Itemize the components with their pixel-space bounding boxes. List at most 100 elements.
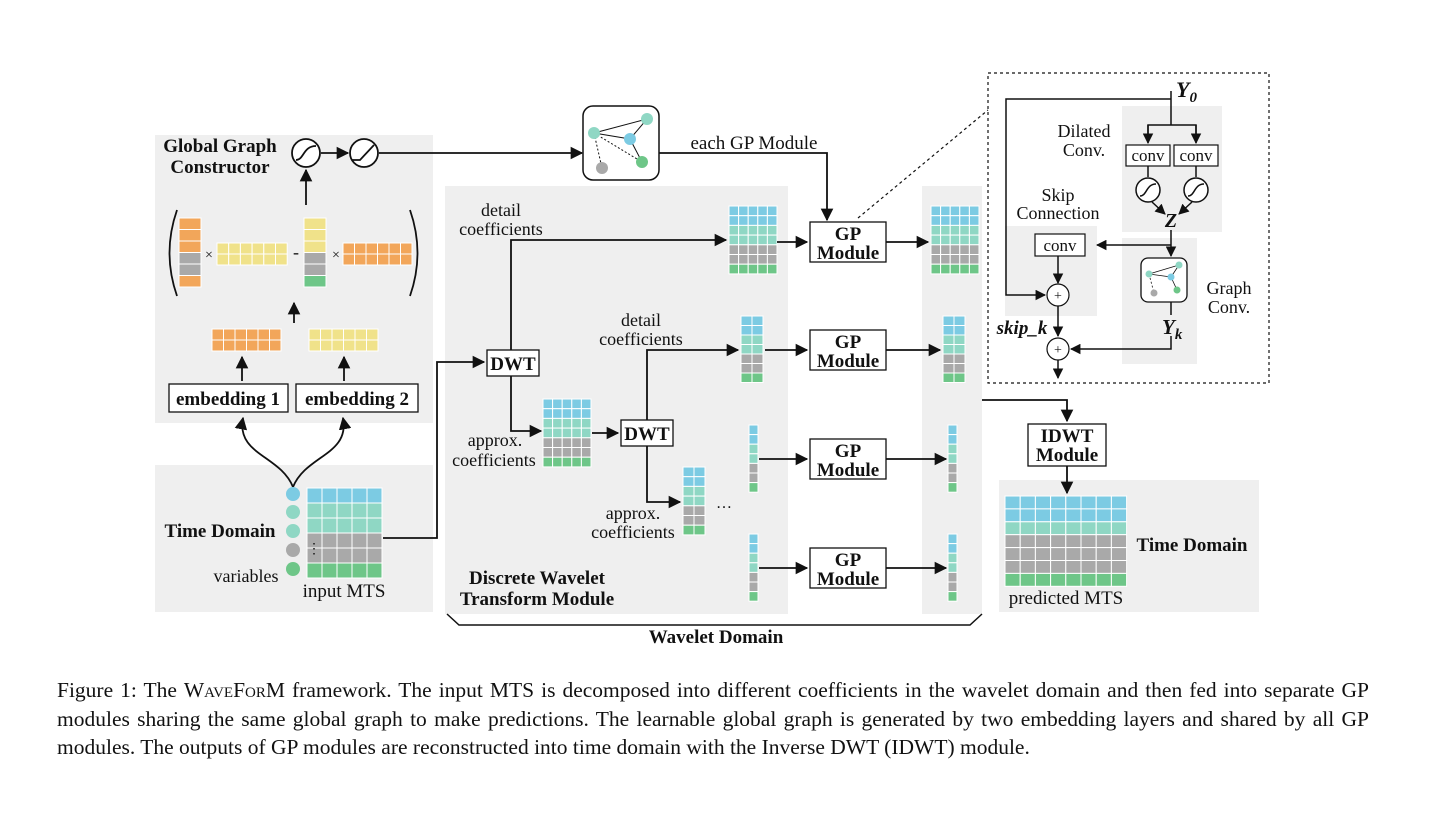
graph-conv-label: Graph [1207, 278, 1252, 298]
variable-node [286, 543, 300, 557]
idwt-label: IDWT [1041, 426, 1094, 447]
dilated-conv-panel [1122, 106, 1222, 232]
sigmoid-icon [1183, 177, 1209, 203]
gp-module-3: GP Module [809, 438, 887, 481]
svg-text:GP: GP [835, 441, 862, 462]
approx-label-1: approx. [468, 430, 522, 450]
global-graph-title-2: Constructor [170, 157, 270, 178]
left-paren [168, 209, 178, 297]
dwt-label-1: DWT [490, 354, 536, 375]
svg-text:GP: GP [835, 332, 862, 353]
predicted-coeffs-4 [947, 533, 958, 602]
input-mts-matrix [306, 487, 383, 579]
detail-label-2: detail [621, 310, 661, 330]
svg-text:+: + [1054, 289, 1062, 304]
variable-node [286, 505, 300, 519]
variable-node [286, 524, 300, 538]
times-sign-1: × [205, 248, 213, 263]
skip-connection-label-2: Connection [1017, 203, 1100, 223]
graph-conv-icon [1140, 257, 1188, 303]
time-domain-input-label: Time Domain [164, 521, 275, 542]
framework-diagram: Global Graph Constructor × - × embedding… [155, 72, 1270, 648]
caption-text: framework. The input MTS is decomposed i… [57, 678, 1369, 759]
inset-y0: Y0 [1176, 77, 1197, 106]
dwt-label-2: DWT [624, 424, 670, 445]
approx-coeffs-level-2 [682, 466, 706, 536]
predicted-mts-label: predicted MTS [1009, 588, 1124, 609]
sigmoid-icon [1135, 177, 1161, 203]
svg-text:conv: conv [1043, 236, 1077, 255]
approx-coeffs-level-3 [748, 533, 759, 602]
approx-label-2b: coefficients [591, 522, 675, 542]
wavelet-domain-label: Wavelet Domain [649, 627, 784, 648]
predicted-coeffs-1 [930, 205, 980, 275]
dwt-ellipsis: … [716, 495, 732, 512]
global-graph-title: Global Graph [163, 136, 277, 157]
embedding-2-label: embedding 2 [305, 389, 409, 410]
embedding-2-box [295, 383, 419, 413]
embedding-1-box [168, 383, 289, 413]
wavelet-coefficient-grids [542, 205, 1128, 602]
global-graph-icon [582, 105, 660, 181]
dwt-module-title: Discrete Wavelet [469, 568, 606, 589]
figure-caption: Figure 1: The WaveForM framework. The in… [57, 676, 1369, 762]
embedding-1-output [211, 328, 282, 352]
embedding-1-label: embedding 1 [176, 389, 280, 410]
dilated-conv-label: Dilated [1058, 121, 1111, 141]
input-mts-label: input MTS [303, 581, 386, 602]
gp-module-1: GP Module [809, 221, 887, 264]
conv-box-skip [1034, 233, 1086, 257]
dwt-box-1 [486, 349, 540, 377]
caption-prefix: Figure 1: The [57, 678, 184, 702]
inset-z: Z [1164, 210, 1177, 232]
embedding-product-matrices [178, 217, 413, 352]
minus-sign: - [293, 242, 299, 262]
detail-coeffs-level-2 [740, 315, 764, 383]
skip-connection-label: Skip [1041, 185, 1074, 205]
gp-module-4: GP Module [809, 547, 887, 590]
approx-label-1b: coefficients [452, 450, 536, 470]
predicted-mts-matrix [1004, 495, 1128, 587]
caption-framework-name: WaveForM [183, 678, 285, 702]
embedding-row-2 [342, 242, 413, 266]
detail-coeffs-level-3 [748, 424, 759, 493]
svg-text:conv: conv [1179, 146, 1213, 165]
variables-label: variables [214, 566, 279, 586]
svg-text:+: + [1054, 343, 1062, 358]
variable-node [286, 562, 300, 576]
graph-conv-label-2: Conv. [1208, 297, 1250, 317]
embedding-row-1 [216, 242, 288, 266]
svg-text:Module: Module [817, 569, 879, 590]
times-sign-2: × [332, 248, 340, 263]
time-domain-output-label: Time Domain [1136, 535, 1247, 556]
idwt-label-2: Module [1036, 445, 1098, 466]
svg-text:GP: GP [835, 550, 862, 571]
right-paren [409, 209, 419, 297]
relu-icon [349, 138, 379, 168]
approx-coeffs-level-1 [542, 398, 592, 468]
idwt-box [1027, 423, 1107, 467]
embedding-2-output [308, 328, 379, 352]
svg-text:Module: Module [817, 243, 879, 264]
sigmoid-icon [291, 138, 321, 168]
inset-yk: Yk [1162, 315, 1183, 343]
embedding-column-2 [303, 217, 327, 288]
detail-label-1b: coefficients [459, 219, 543, 239]
variable-node [286, 487, 300, 501]
dwt-module-title-2: Transform Module [460, 589, 614, 610]
inset-connector [857, 109, 989, 219]
input-mts-grid [286, 487, 383, 579]
skip-k-label: skip_k [996, 318, 1048, 339]
predicted-coeffs-2 [942, 315, 966, 383]
dwt-box-2 [620, 419, 674, 447]
approx-label-2: approx. [606, 503, 660, 523]
detail-coeffs-level-1 [728, 205, 778, 275]
svg-text:conv: conv [1131, 146, 1165, 165]
each-gp-label: each GP Module [691, 133, 818, 154]
input-vdots: ⋮ [307, 542, 321, 557]
gp-module-2: GP Module [809, 329, 887, 372]
svg-text:GP: GP [835, 224, 862, 245]
embedding-column-1 [178, 217, 202, 288]
wavelet-domain-bracket [446, 613, 983, 626]
svg-text:Module: Module [817, 351, 879, 372]
